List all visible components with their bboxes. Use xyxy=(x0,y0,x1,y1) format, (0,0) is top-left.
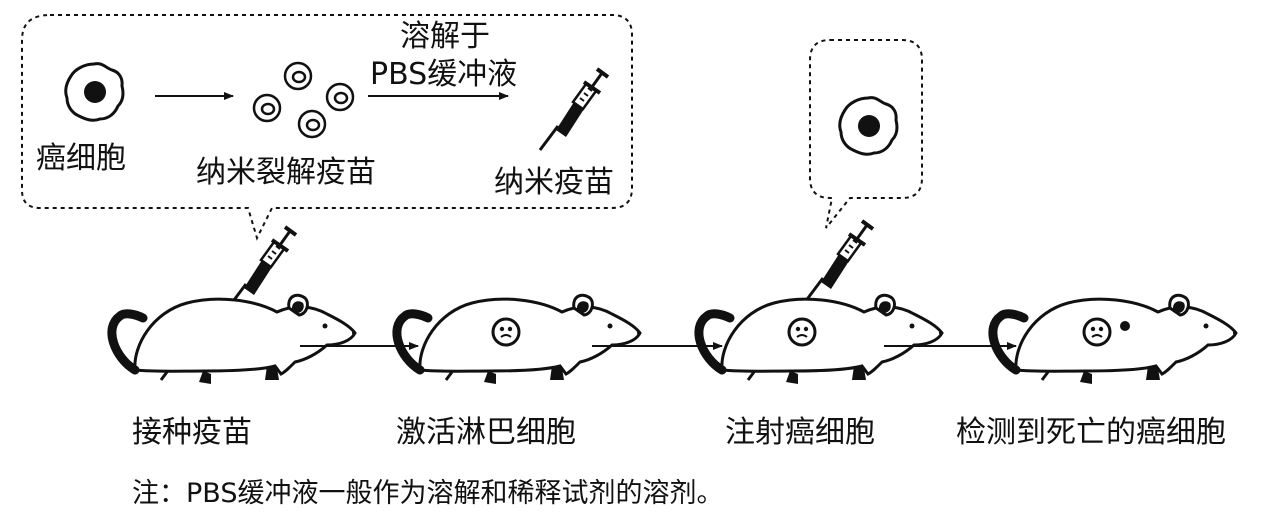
step-label-activate-lymphocytes: 激活淋巴细胞 xyxy=(396,415,576,450)
vaccine-prep-bubble xyxy=(21,14,633,241)
dissolve-label-line1: 溶解于 xyxy=(400,19,490,54)
step-label-vaccinate: 接种疫苗 xyxy=(132,415,252,450)
dissolve-label-line2: PBS缓冲液 xyxy=(370,57,518,92)
mouse-3-icon xyxy=(699,295,943,384)
syringe-icon xyxy=(538,67,610,152)
mouse-2-icon xyxy=(397,295,641,384)
cancer-cell-icon xyxy=(838,96,899,156)
nano-vaccine-label: 纳米疫苗 xyxy=(494,165,614,200)
step-label-detect-dead-cells: 检测到死亡的癌细胞 xyxy=(956,415,1226,450)
cancer-cell-label: 癌细胞 xyxy=(36,141,126,176)
footnote: 注：PBS缓冲液一般作为溶解和稀释试剂的溶剂。 xyxy=(132,478,724,509)
lysate-particles-icon xyxy=(252,61,355,139)
syringe-icon xyxy=(803,219,875,304)
mouse-4-icon xyxy=(993,295,1237,384)
mouse-1-icon xyxy=(112,295,356,384)
step-label-inject-cancer-cells: 注射癌细胞 xyxy=(725,415,875,450)
cancer-cell-icon xyxy=(64,62,125,122)
syringe-icon xyxy=(226,225,298,310)
nano-lysate-vaccine-label: 纳米裂解疫苗 xyxy=(196,155,376,190)
